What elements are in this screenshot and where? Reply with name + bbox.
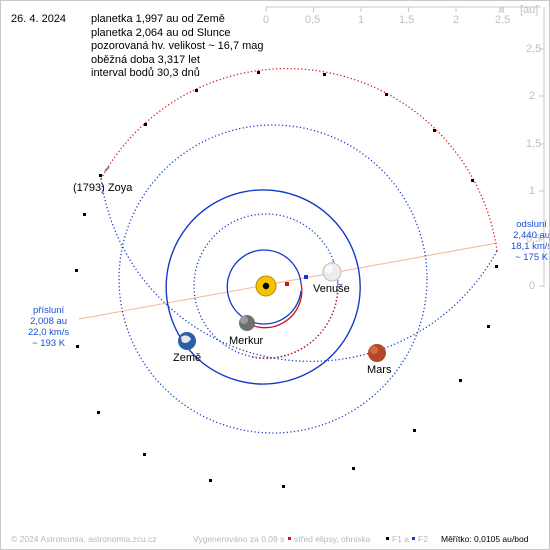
asteroid-marker: [104, 166, 110, 172]
info-line-2: planetka 2,064 au od Slunce: [91, 26, 231, 39]
venus-icon: [322, 262, 342, 282]
x-tick-label: 2: [453, 14, 460, 26]
x-tick-label: 2,5: [495, 14, 511, 26]
info-line-1: planetka 1,997 au od Země: [91, 13, 225, 25]
scale-label: Měřítko: 0,0105 au/bod: [441, 534, 529, 544]
info-line-5: interval bodů 30,3 dnů: [91, 67, 200, 79]
x-tick-label: 1,5: [399, 14, 415, 26]
y-tick-label: 2: [529, 90, 536, 102]
info-line-3: pozorovaná hv. velikost ~ 16,7 mag: [91, 40, 264, 52]
legend-ellipse-center: střed elipsy, ohniska: [294, 534, 371, 544]
mercury-icon: [239, 315, 255, 331]
perihelion-distance: 2,008 au: [30, 316, 68, 327]
mars-icon: [368, 344, 386, 362]
asteroid-orbit: [100, 67, 498, 363]
info-line-4: oběžná doba 3,317 let: [91, 53, 200, 66]
aphelion-info: odsluní 2,440 au 18,1 km/s ~ 175 K: [511, 219, 550, 263]
legend-f2: F2: [418, 534, 428, 544]
y-tick-label: 2,5: [526, 43, 542, 55]
earth-orbit: [165, 189, 361, 385]
ellipse-center-marker: [285, 282, 289, 286]
perihelion-info: přísluní 2,008 au 22,0 km/s ~ 193 K: [28, 305, 69, 349]
y-tick-label: 1: [529, 185, 536, 197]
legend-red-dot: [288, 537, 291, 540]
unit-label: [au]: [520, 4, 539, 16]
perihelion-temperature: ~ 193 K: [32, 338, 66, 349]
focus-f2-marker: [304, 275, 308, 279]
perihelion-title: přísluní: [33, 305, 65, 316]
earth-icon: [178, 332, 196, 350]
sun-icon: [255, 275, 277, 297]
generated-time: Vygenerováno za 0,09 s: [193, 534, 285, 544]
y-tick-label: 0,5: [526, 233, 542, 245]
apsidal-line: [78, 242, 498, 320]
x-tick-label: 0: [263, 14, 270, 26]
y-axis: [539, 7, 545, 287]
y-tick-label: 0: [529, 280, 536, 292]
asteroid-points: [75, 71, 498, 488]
y-tick-label: 1,5: [526, 138, 542, 150]
legend-foci: F1 a: [392, 534, 410, 544]
aphelion-speed: 18,1 km/s: [511, 241, 550, 252]
date-label: 26. 4. 2024: [11, 13, 67, 25]
aphelion-distance: 2,440 au: [513, 230, 550, 241]
mars-orbit: [118, 124, 428, 434]
venus-orbit: [193, 213, 339, 360]
x-tick-label: 0,5: [305, 14, 321, 26]
asteroid-label: (1793) Zoya: [73, 182, 133, 194]
venus-label: Venuše: [313, 283, 350, 295]
earth-label: Země: [173, 352, 202, 364]
aphelion-title: odsluní: [516, 219, 547, 230]
perihelion-speed: 22,0 km/s: [28, 327, 70, 338]
x-tick-label: 1: [358, 14, 365, 26]
mars-label: Mars: [367, 364, 392, 376]
x-axis-label: x: [498, 4, 504, 16]
copyright-link[interactable]: © 2024 Astronomia, astronomia.zcu.cz: [11, 534, 157, 544]
legend-blue-dot: [412, 537, 415, 540]
aphelion-temperature: ~ 175 K: [515, 252, 549, 263]
x-axis: [265, 6, 541, 12]
mercury-label: Merkur: [229, 335, 264, 347]
legend-black-dot: [386, 537, 389, 540]
